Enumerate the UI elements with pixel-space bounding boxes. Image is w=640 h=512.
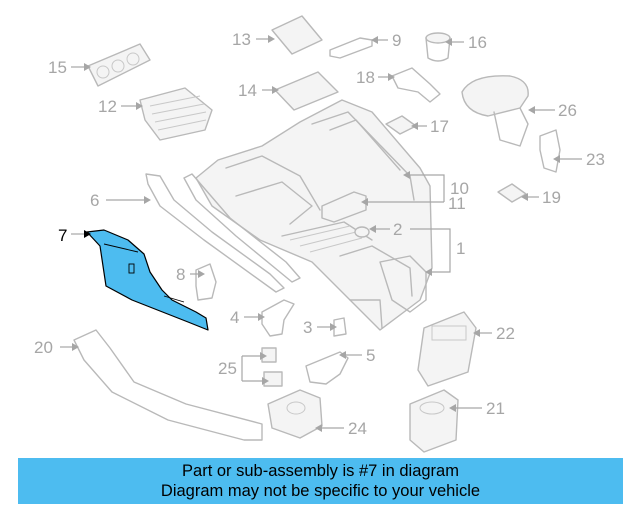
part-16-cup-holder (425, 32, 451, 62)
callout-11: 11 (448, 194, 466, 213)
callout-14: 14 (238, 81, 257, 100)
callout-23: 23 (586, 150, 605, 169)
part-21-cup-holder-insert (409, 389, 459, 453)
callout-6: 6 (90, 191, 99, 210)
callout-24: 24 (348, 419, 367, 438)
part-19-pad (497, 183, 527, 203)
info-banner: Part or sub-assembly is #7 in diagram Di… (18, 458, 623, 504)
callout-8: 8 (176, 265, 185, 284)
callout-26: 26 (558, 101, 577, 120)
part-17-pad (385, 115, 417, 135)
callout-19: 19 (542, 188, 561, 207)
callout-9: 9 (392, 31, 401, 50)
callout-3: 3 (303, 318, 312, 337)
callout-17: 17 (430, 117, 449, 136)
callout-4: 4 (230, 308, 239, 327)
part-2-clip (354, 226, 370, 238)
callout-15: 15 (48, 58, 67, 77)
callout-2: 2 (393, 220, 402, 239)
callout-5: 5 (366, 346, 375, 365)
parts-diagram: 15 12 13 9 16 14 18 26 17 23 19 10 11 2 … (34, 15, 605, 453)
callout-20: 20 (34, 338, 53, 357)
part-4-clip (261, 299, 295, 337)
callout-16: 16 (468, 33, 487, 52)
part-8-bracket (195, 263, 217, 301)
part-18-bracket (391, 67, 441, 103)
part-9-bracket (329, 37, 373, 59)
center-console-assembly (195, 99, 433, 331)
leader-lines (60, 38, 582, 429)
part-25-connectors (261, 347, 283, 387)
part-22-air-vent (417, 311, 477, 387)
part-26-armrest (461, 75, 529, 147)
part-7-side-panel (86, 229, 209, 331)
part-12-storage-tray (139, 87, 213, 141)
callout-25: 25 (218, 359, 237, 378)
callout-13: 13 (232, 30, 251, 49)
part-24-shifter (267, 389, 323, 439)
part-11-bracket (321, 191, 367, 223)
callout-labels: 15 12 13 9 16 14 18 26 17 23 19 10 11 2 … (34, 30, 605, 438)
callout-12: 12 (98, 97, 117, 116)
banner-line-2: Diagram may not be specific to your vehi… (160, 482, 481, 500)
part-23-bracket (539, 129, 561, 173)
part-20-rail (73, 329, 263, 441)
callout-18: 18 (356, 68, 375, 87)
part-3-plug (333, 317, 347, 337)
callout-21: 21 (486, 399, 505, 418)
part-14-trim-panel (274, 71, 339, 111)
leader-arrowheads (72, 35, 560, 432)
callout-22: 22 (496, 324, 515, 343)
callout-1: 1 (456, 239, 465, 258)
part-13-panel (271, 15, 323, 55)
callout-10: 10 (450, 179, 469, 198)
callout-7: 7 (58, 226, 67, 245)
banner-line-1: Part or sub-assembly is #7 in diagram (182, 462, 459, 480)
part-5-switch (305, 351, 349, 385)
part-15-switch-panel (87, 43, 151, 87)
part-6-trim-strip (145, 173, 301, 293)
